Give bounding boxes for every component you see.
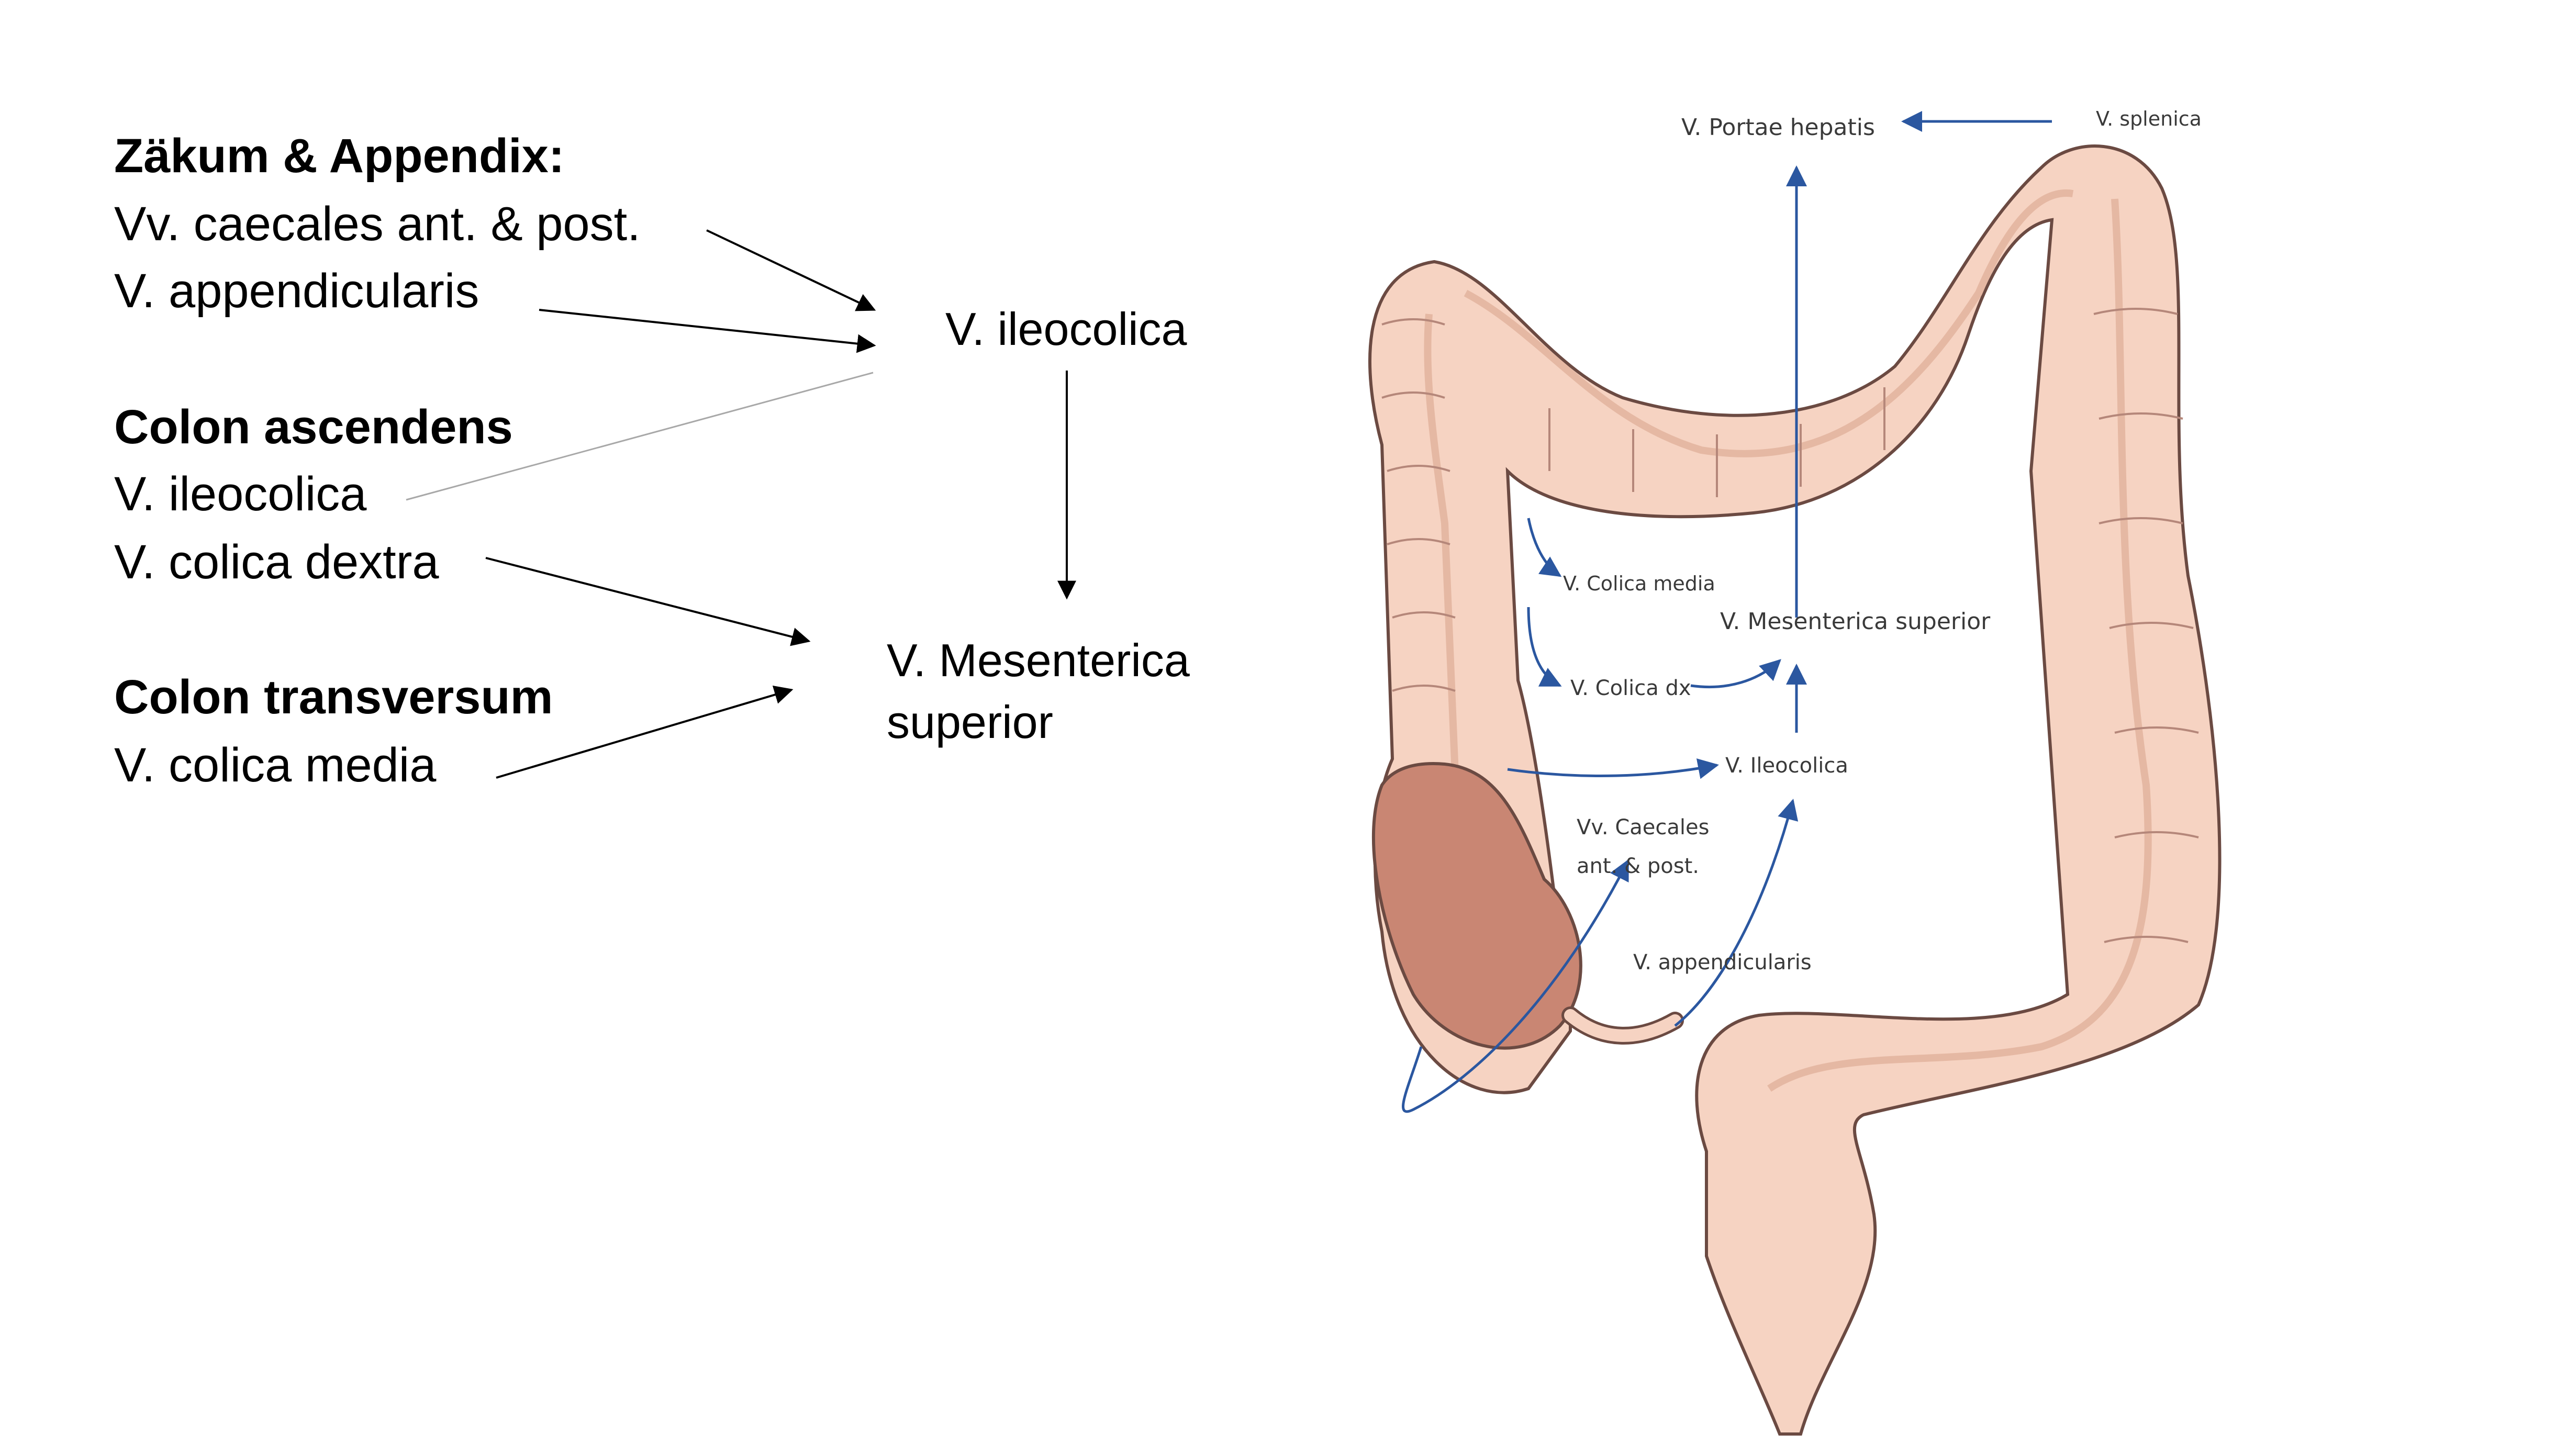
heading-zaekum-appendix: Zäkum & Appendix: bbox=[114, 129, 565, 183]
arrow-appendicularis bbox=[1674, 799, 1799, 1027]
arrow-colica-media bbox=[1527, 518, 1562, 577]
label-caecales-1: Vv. Caecales bbox=[1577, 815, 1709, 839]
arrow-caecales bbox=[1402, 859, 1630, 1113]
label-appendicularis: V. appendicularis bbox=[1633, 950, 1812, 975]
heading-colon-ascendens: Colon ascendens bbox=[114, 400, 513, 454]
label-v-appendicularis: V. appendicularis bbox=[114, 264, 479, 318]
label-colica-media: V. Colica media bbox=[1563, 572, 1715, 595]
label-ileocolica-illus: V. Ileocolica bbox=[1725, 754, 1848, 778]
label-vv-caecales: Vv. caecales ant. & post. bbox=[114, 197, 641, 251]
line-ileocolica-connector bbox=[406, 372, 874, 501]
vein-arrows bbox=[1402, 111, 2052, 1113]
label-splenica: V. splenica bbox=[2096, 107, 2202, 130]
label-v-colica-dextra: V. colica dextra bbox=[114, 535, 439, 589]
label-v-mesenterica-line2: superior bbox=[887, 696, 1053, 748]
arrow-colica-dx-out bbox=[1690, 659, 1781, 688]
heading-colon-transversum: Colon transversum bbox=[114, 670, 553, 724]
label-v-mesenterica-line1: V. Mesenterica bbox=[887, 634, 1190, 686]
colon-inner-line bbox=[1424, 189, 2152, 1092]
label-caecales-2: ant. & post. bbox=[1577, 854, 1699, 878]
arrow-colica-media-to-mesenterica bbox=[496, 685, 794, 779]
label-v-colica-media-left: V. colica media bbox=[114, 738, 437, 792]
arrow-appendicularis-to-ileocolica bbox=[539, 309, 876, 353]
label-v-ileocolica-target: V. ileocolica bbox=[945, 303, 1187, 355]
label-v-ileocolica-left: V. ileocolica bbox=[114, 467, 367, 521]
arrow-caecum-to-ileocolica bbox=[1507, 758, 1719, 779]
label-mesenterica-superior: V. Mesenterica superior bbox=[1720, 608, 1991, 635]
caecum bbox=[1371, 762, 1582, 1050]
label-colica-dx: V. Colica dx bbox=[1570, 676, 1691, 700]
label-portae-hepatis: V. Portae hepatis bbox=[1681, 114, 1875, 141]
arrow-colica-dx-in bbox=[1527, 607, 1562, 687]
arrow-caecales-to-ileocolica bbox=[706, 229, 876, 311]
arrow-colica-dextra-to-mesenterica bbox=[485, 557, 811, 646]
haustra bbox=[1381, 308, 2199, 943]
